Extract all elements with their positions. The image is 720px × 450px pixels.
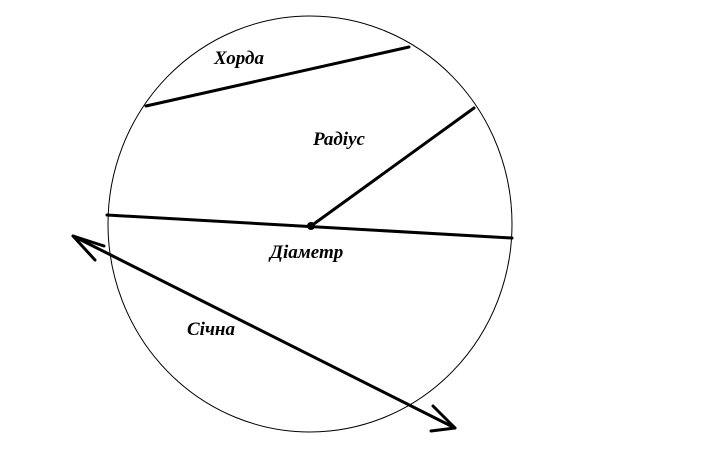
secant-line xyxy=(71,234,457,430)
radius-line xyxy=(309,106,476,228)
secant-arrowhead-right xyxy=(429,404,457,433)
secant-arrowhead-left xyxy=(71,234,106,262)
radius-label: Радіус xyxy=(312,129,366,150)
chord-line xyxy=(144,45,411,108)
diameter-label: Діаметр xyxy=(268,242,343,263)
secant-label: Січна xyxy=(187,319,235,340)
center-point xyxy=(307,222,315,230)
circle xyxy=(107,15,513,433)
chord-label: Хорда xyxy=(213,48,264,69)
